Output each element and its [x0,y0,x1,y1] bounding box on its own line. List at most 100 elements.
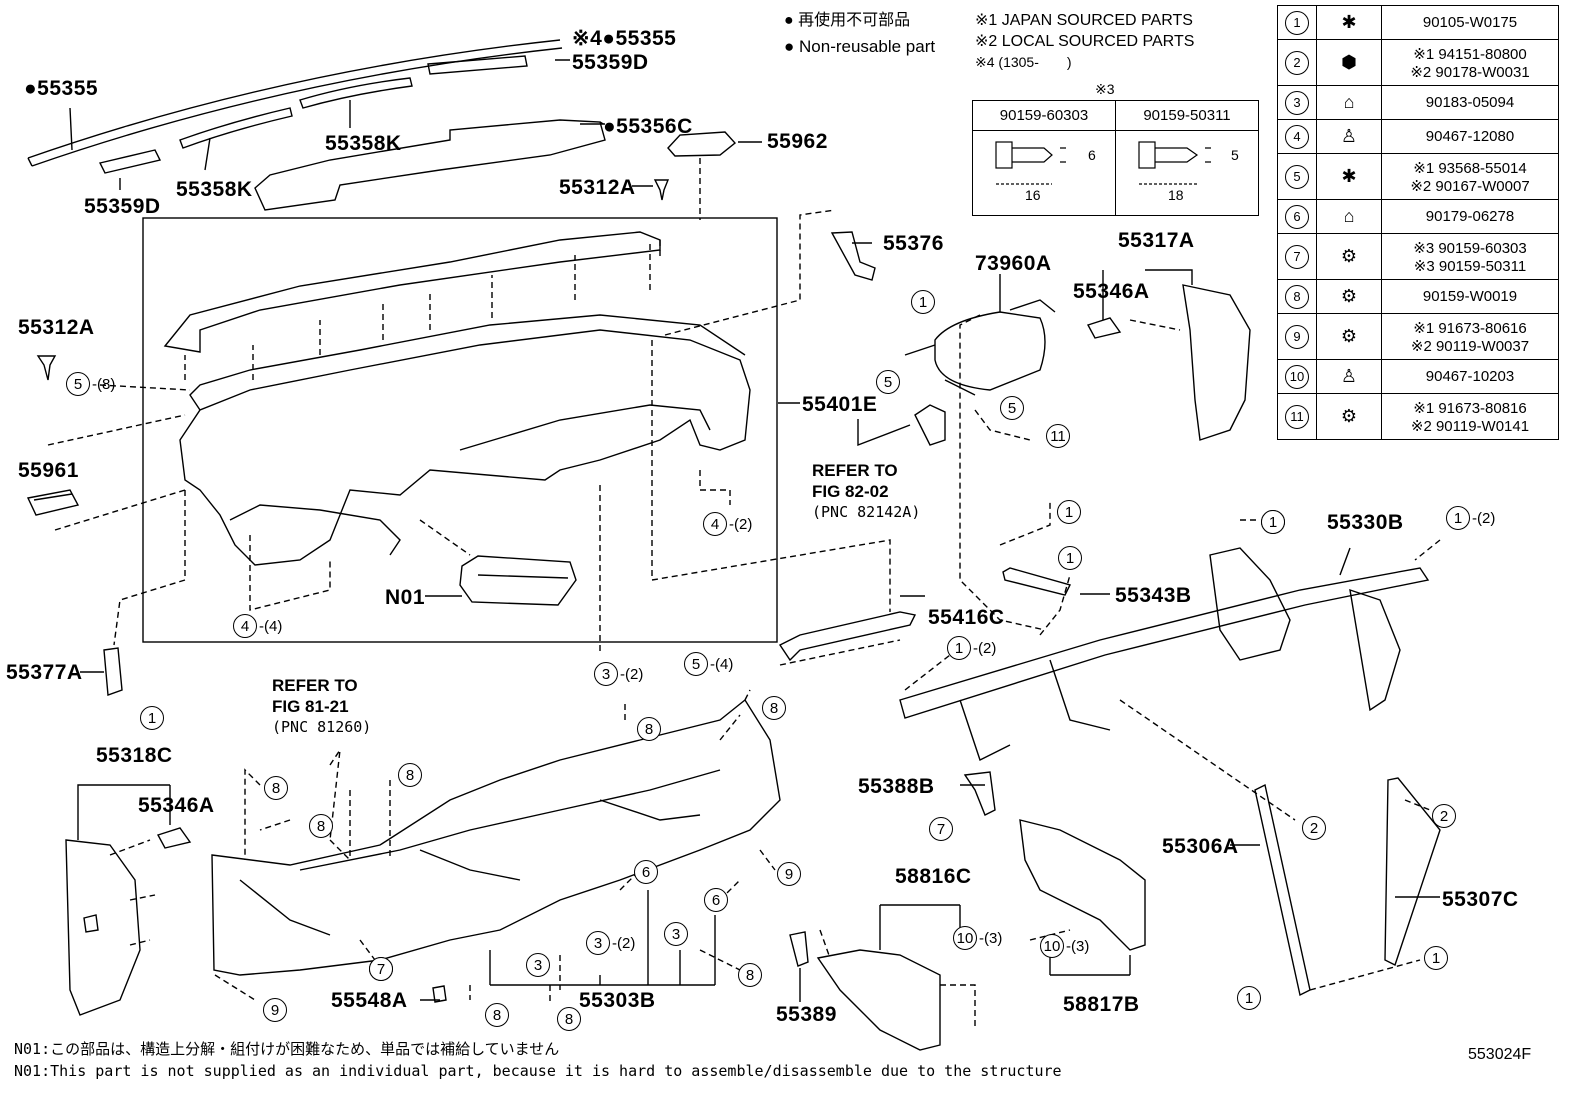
footer-note-en: N01:This part is not supplied as an indi… [14,1062,1062,1080]
callout-circle: 8 [557,1007,581,1031]
fastener-row: 9⚙※1 91673-80616※2 90119-W0037 [1277,313,1559,360]
bracket-55416C [778,611,917,662]
label-55312A-top: 55312A [559,176,636,199]
label-55303B: 55303B [579,989,656,1012]
side-panel-55317A [1182,284,1251,441]
callout-quantity: -(4) [259,618,283,635]
fastener-row: 6⌂90179-06278 [1277,199,1559,234]
fastener-num: 6 [1285,204,1309,229]
label-55359D-left: 55359D [84,195,161,218]
bolt-drawing-icon [995,141,1066,185]
callout-quantity: -(3) [979,930,1003,947]
callout-circle: 1 [1058,546,1082,570]
fastener-row: 7⚙※3 90159-60303※3 90159-50311 [1277,233,1559,280]
label-55355-left: ●55355 [24,77,99,100]
callout-quantity: -(2) [1472,510,1496,527]
bolt-icon: ⚙ [1316,279,1382,314]
screw-icon: ✱ [1316,153,1382,200]
vent-N01 [459,555,577,606]
fastener-part-number: ※2 90119-W0141 [1410,417,1530,435]
callout-circle: 3 [586,931,610,955]
fastener-row: 10♙90467-10203 [1277,359,1559,394]
fastener-num: 11 [1285,404,1309,429]
callout-circle: 8 [398,763,422,787]
label-55358K-top: 55358K [325,132,402,155]
clip-55346A-left [156,827,192,849]
callout-circle: 11 [1046,424,1070,448]
fastener-row: 8 ⚙ 90159-W0019 [1277,279,1559,314]
legend-note-1: ※1 JAPAN SOURCED PARTS [975,12,1193,29]
bolt-table-marker: ※3 [1095,81,1115,97]
bolt-len-1: 16 [1025,187,1041,203]
fastener-part-number: 90183-05094 [1425,94,1515,111]
side-trim-55318C [65,839,141,1016]
bolt-table: 90159-60303 90159-50311 16 6 18 5 [972,100,1259,216]
fastener-num: 8 [1285,284,1309,309]
bullet-icon: ● [784,37,795,56]
nut-icon: ⬢ [1316,39,1382,86]
callout-circle: 2 [1302,816,1326,840]
figure-code: 553024F [1468,1046,1532,1063]
callout-circle: 5 [66,372,90,396]
fastener-part-number: 90159-W0019 [1422,288,1518,305]
callout-quantity: -(2) [729,516,753,533]
label-55355-top: ※4●55355 [572,27,677,50]
callout-circle: 6 [634,860,658,884]
label-55389: 55389 [776,1003,837,1026]
label-55401E: 55401E [802,393,878,416]
fastener-part-number: ※1 91673-80816 [1413,399,1527,417]
fastener-row: 4♙90467-12080 [1277,119,1559,154]
callout-circle: 5 [684,652,708,676]
label-55359D-top: 55359D [572,51,649,74]
label-55356C: ●55356C [603,115,693,138]
callout-circle: 7 [929,817,953,841]
callout-circle: 9 [263,998,287,1022]
brace-55307C [1384,777,1441,966]
fastener-part-number: ※2 90167-W0007 [1410,177,1530,195]
fastener-num: 7 [1285,244,1309,269]
clip-55377A [103,647,123,696]
callout-circle: 10 [953,926,977,950]
callout-circle: 1 [1424,946,1448,970]
sheet-55356C [254,119,606,211]
bullet-icon: ● [784,12,794,29]
bolt-dia-1: 6 [1088,147,1096,163]
lower-panel-55303B [211,698,781,976]
panel-58816C [816,949,941,1051]
callout-quantity: -(3) [1066,938,1090,955]
pad-55359D-top [427,55,528,75]
fastener-row: 3⌂90183-05094 [1277,85,1559,120]
label-55312A-left: 55312A [18,316,95,339]
label-55358K-left: 55358K [176,178,253,201]
callout-circle: 4 [703,512,727,536]
bolt-pn-1: 90159-60303 [972,100,1116,131]
bolt-dia-2: 5 [1231,147,1239,163]
fastener-num: 4 [1285,124,1309,149]
footer-note-jp: N01:この部品は、構造上分解・組付けが困難なため、単品では補給していません [14,1040,560,1058]
callout-circle: 7 [369,957,393,981]
label-55318C: 55318C [96,744,173,767]
reinforcement-55330B [899,567,1430,719]
label-55330B: 55330B [1327,511,1404,534]
bolt-len-2: 18 [1168,187,1184,203]
label-55317A: 55317A [1118,229,1195,252]
callout-circle: 6 [704,888,728,912]
airbag-73960A [934,311,1046,391]
callout-circle: 1 [947,636,971,660]
callout-circle: 5 [1000,396,1024,420]
fastener-part-number: ※2 90119-W0037 [1410,337,1530,355]
label-55548A: 55548A [331,989,408,1012]
callout-quantity: -(8) [92,376,116,393]
vent-55961 [26,489,80,516]
callout-circle: 2 [1432,804,1456,828]
callout-circle: 8 [264,776,288,800]
fastener-part-number: ※3 90159-50311 [1413,257,1527,275]
fastener-row: 5✱※1 93568-55014※2 90167-W0007 [1277,153,1559,200]
callout-circle: 4 [233,614,257,638]
legend-nonreusable-en: ● Non-reusable part [784,37,936,56]
fastener-row: 11⚙※1 91673-80816※2 90119-W0141 [1277,393,1559,440]
refer-fig-82-02: REFER TO FIG 82-02 (PNC 82142A) [812,461,921,521]
fastener-part-number: ※1 94151-80800 [1413,45,1527,63]
fastener-num: 2 [1285,50,1309,75]
